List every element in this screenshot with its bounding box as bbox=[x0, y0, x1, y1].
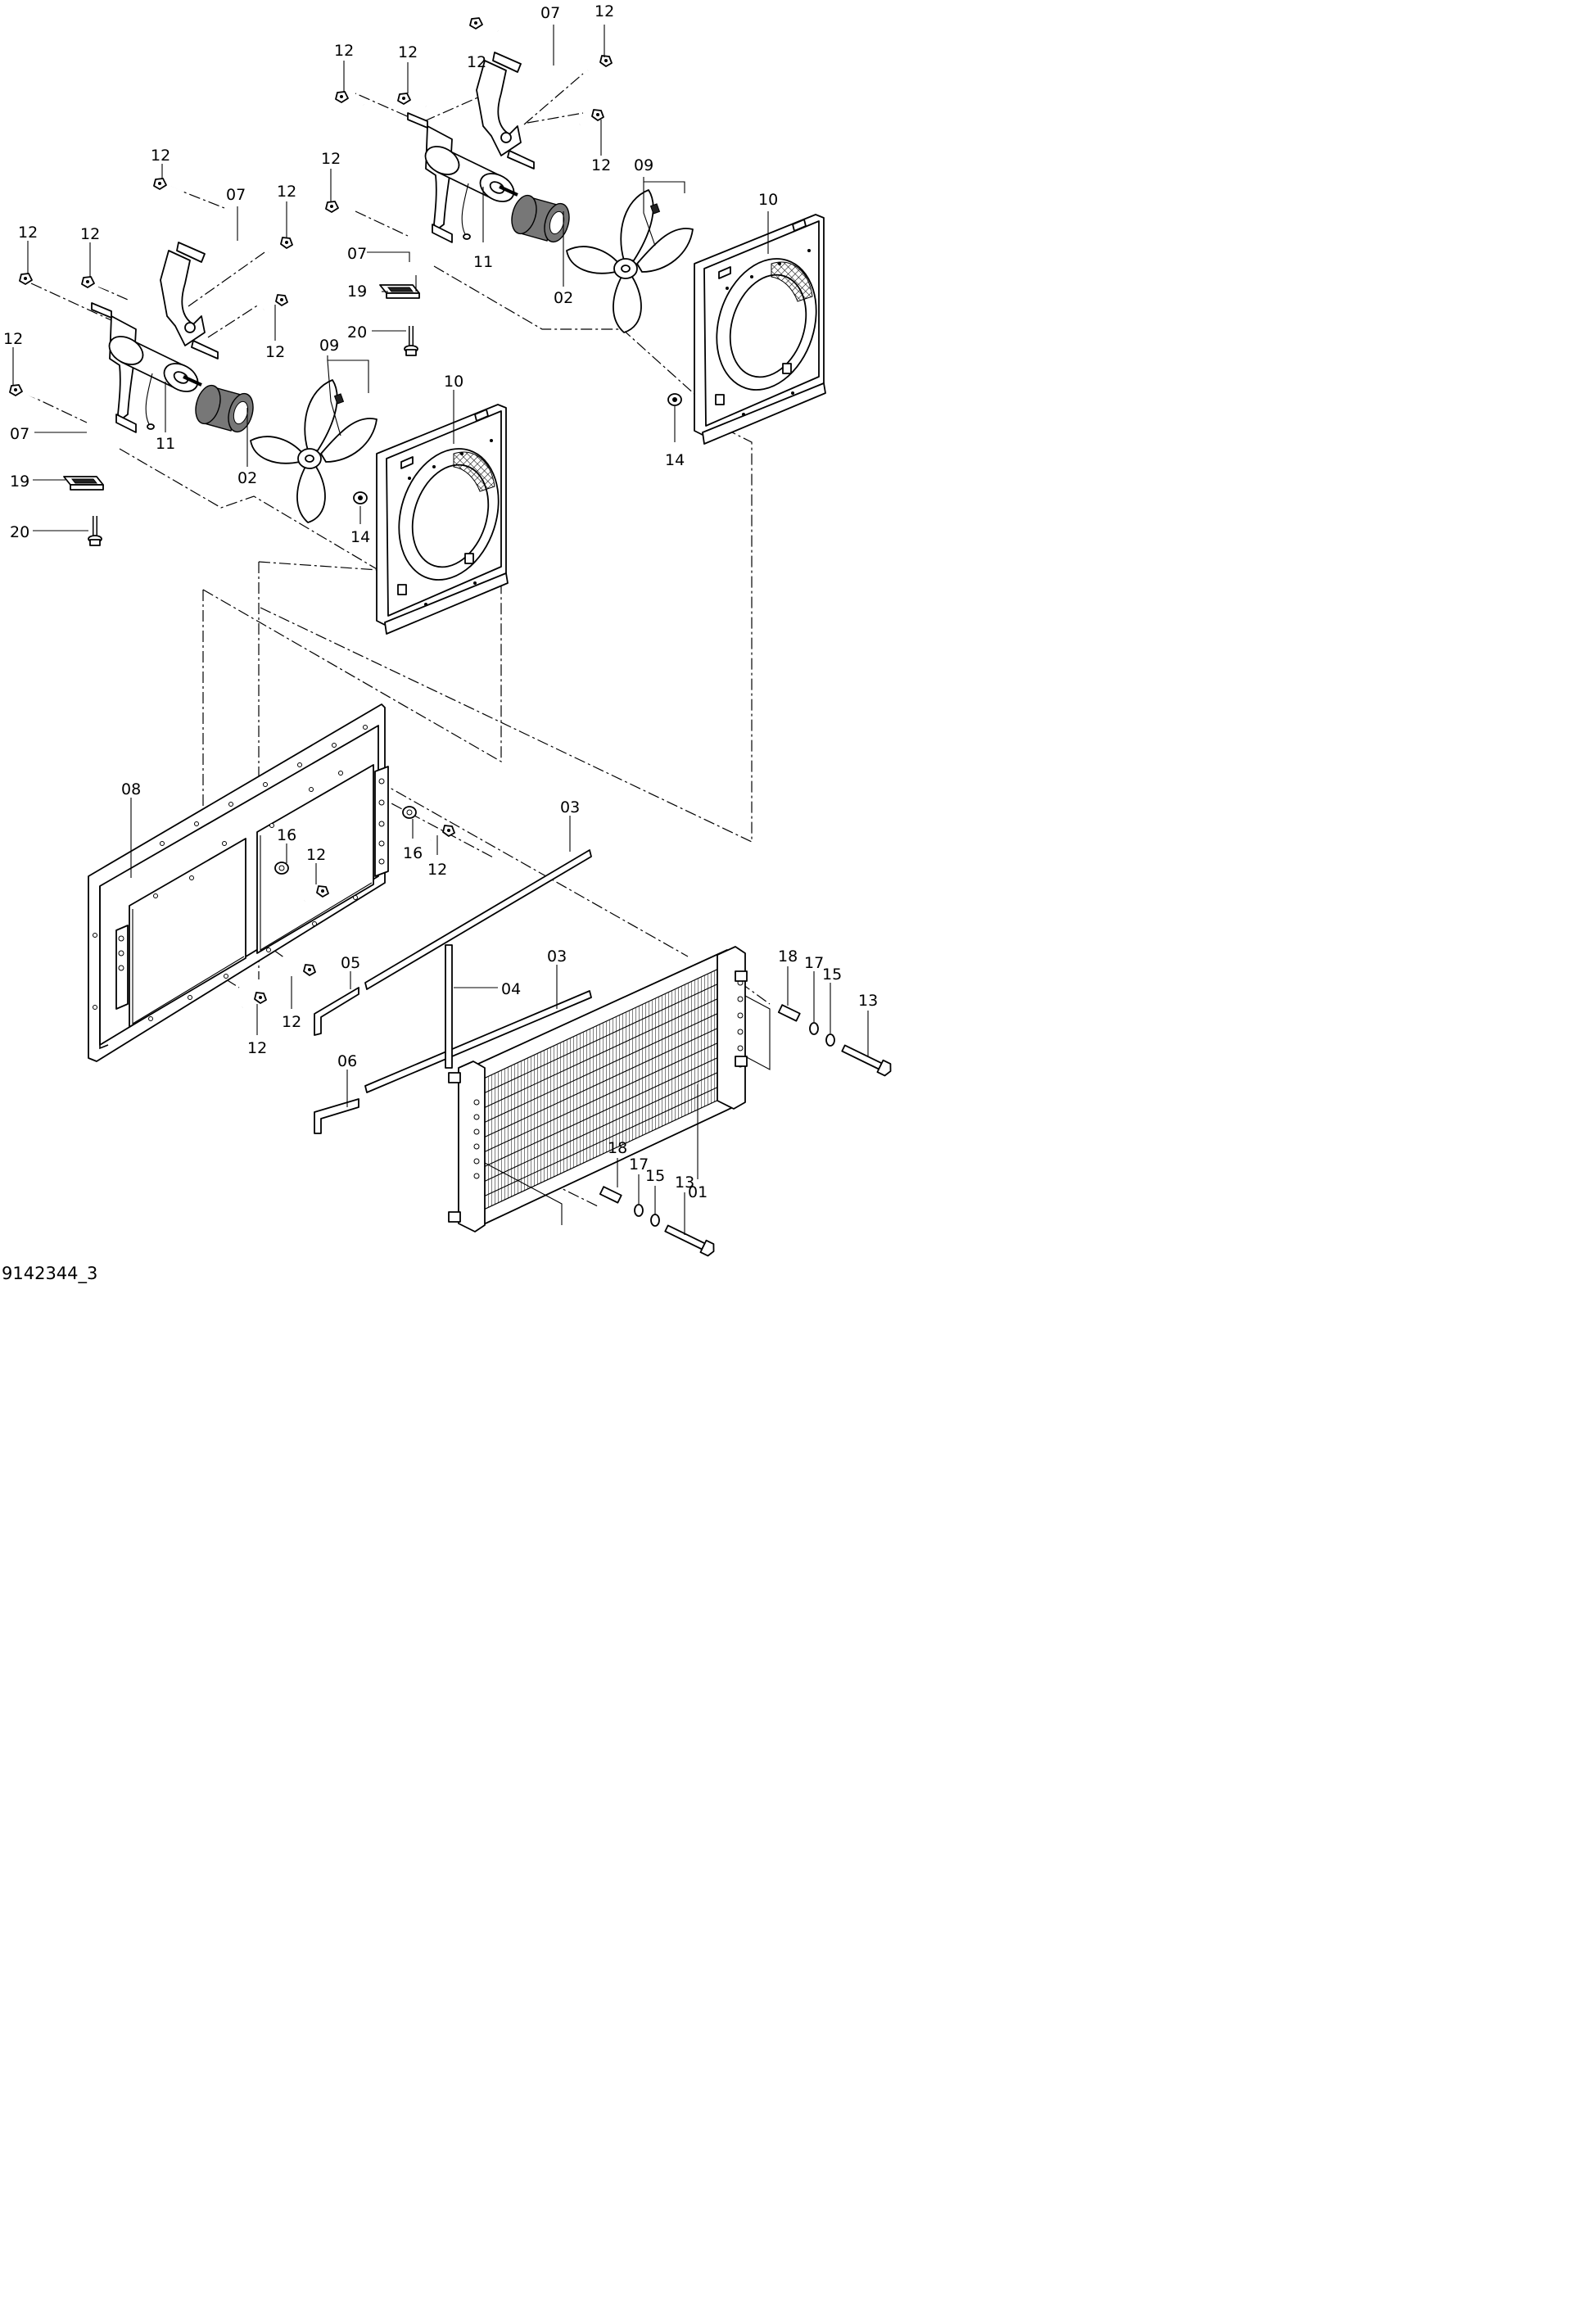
label-19: 19 bbox=[347, 283, 367, 301]
callouts: 07 12 12 12 12 12 12 09 10 07 11 02 19 2… bbox=[2, 2, 878, 1284]
label-17: 17 bbox=[629, 1156, 649, 1174]
label-07: 07 bbox=[10, 425, 29, 443]
frame-08 bbox=[88, 703, 389, 1062]
label-08: 08 bbox=[121, 780, 141, 798]
label-17: 17 bbox=[804, 954, 824, 972]
label-12: 12 bbox=[247, 1039, 267, 1057]
radiator-core-01 bbox=[448, 946, 771, 1232]
leader-lines bbox=[12, 25, 869, 1235]
core-end-fittings bbox=[599, 1004, 892, 1257]
label-01: 01 bbox=[688, 1183, 708, 1201]
label-12: 12 bbox=[398, 43, 418, 61]
frame-fasteners bbox=[241, 806, 456, 1009]
label-15: 15 bbox=[645, 1167, 665, 1185]
label-12: 12 bbox=[277, 183, 296, 201]
label-18: 18 bbox=[778, 947, 798, 966]
label-12: 12 bbox=[265, 343, 285, 361]
exploded-parts-diagram: 07 12 12 12 12 12 12 09 10 07 11 02 19 2… bbox=[0, 0, 893, 1287]
label-20: 20 bbox=[347, 323, 367, 341]
label-16: 16 bbox=[403, 844, 423, 862]
label-03: 03 bbox=[560, 798, 580, 816]
label-12: 12 bbox=[321, 150, 341, 168]
label-05: 05 bbox=[341, 954, 360, 972]
label-02: 02 bbox=[237, 469, 257, 487]
label-13: 13 bbox=[858, 992, 878, 1010]
label-13: 13 bbox=[675, 1174, 694, 1192]
label-02: 02 bbox=[554, 289, 573, 307]
label-10: 10 bbox=[758, 191, 778, 209]
label-12: 12 bbox=[334, 42, 354, 60]
label-06: 06 bbox=[337, 1052, 357, 1070]
label-12: 12 bbox=[306, 846, 326, 864]
label-07: 07 bbox=[226, 186, 246, 204]
nut-14-upper bbox=[667, 393, 682, 406]
label-15: 15 bbox=[822, 966, 842, 984]
label-11: 11 bbox=[473, 253, 493, 271]
nut-14-lower bbox=[353, 491, 368, 504]
seals bbox=[314, 849, 592, 1134]
figure-code: 9142344_3 bbox=[2, 1264, 97, 1284]
label-09: 09 bbox=[634, 156, 653, 174]
label-12: 12 bbox=[80, 225, 100, 243]
label-07: 07 bbox=[540, 4, 560, 22]
label-12: 12 bbox=[151, 147, 170, 165]
label-20: 20 bbox=[10, 523, 29, 541]
label-16: 16 bbox=[277, 826, 296, 844]
label-07: 07 bbox=[347, 245, 367, 263]
label-04: 04 bbox=[501, 980, 521, 998]
label-18: 18 bbox=[608, 1139, 627, 1157]
label-14: 14 bbox=[665, 451, 685, 469]
label-12: 12 bbox=[18, 224, 38, 242]
label-12: 12 bbox=[595, 2, 614, 20]
label-12: 12 bbox=[467, 53, 486, 71]
label-12: 12 bbox=[591, 156, 611, 174]
label-14: 14 bbox=[350, 528, 370, 546]
label-12: 12 bbox=[427, 861, 447, 879]
label-09: 09 bbox=[319, 337, 339, 355]
label-11: 11 bbox=[156, 435, 175, 453]
label-19: 19 bbox=[10, 473, 29, 491]
label-10: 10 bbox=[444, 373, 463, 391]
label-12: 12 bbox=[3, 330, 23, 348]
label-03: 03 bbox=[547, 947, 567, 966]
upper-fan-assembly bbox=[324, 16, 834, 445]
lower-fan-assembly bbox=[8, 177, 516, 635]
label-12: 12 bbox=[282, 1013, 301, 1031]
